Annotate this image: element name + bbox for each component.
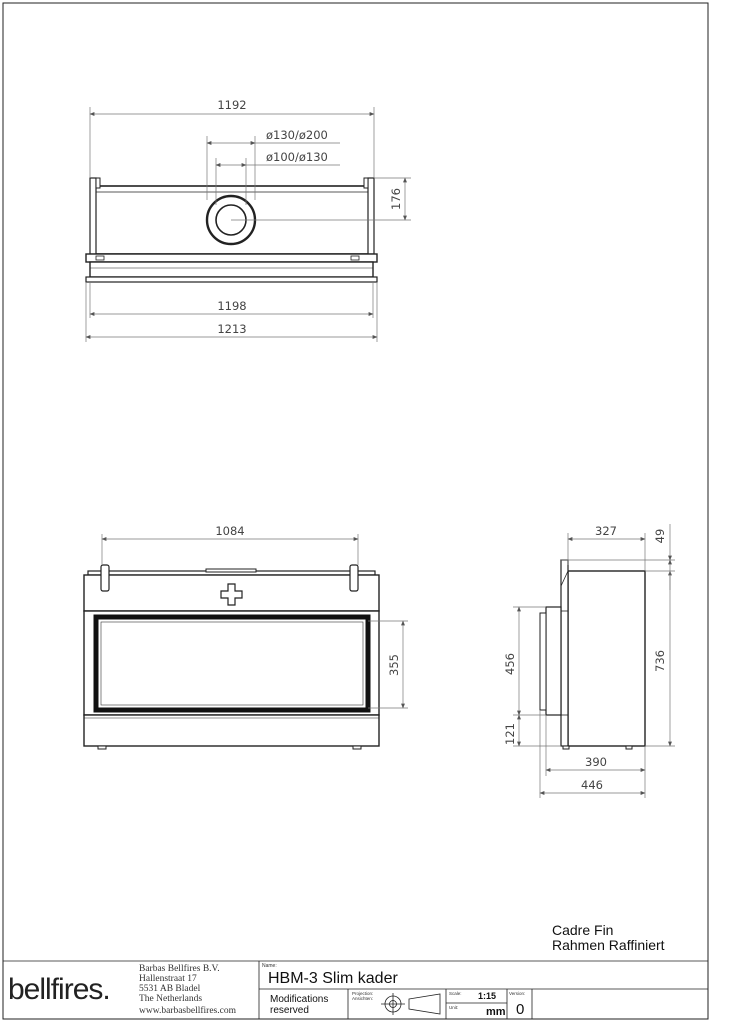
dim-side-base-height: 121	[503, 723, 517, 745]
modifications-note-2: reserved	[270, 1005, 309, 1016]
drawing-name: HBM-3 Slim kader	[268, 970, 398, 987]
scale-label: Scale:	[449, 991, 462, 996]
scale-value: 1:15	[478, 991, 496, 1001]
side-view-dimensions	[513, 524, 675, 798]
modifications-note: Modifications	[270, 994, 328, 1005]
dim-width-bottom: 1213	[217, 322, 246, 336]
frame-label-de: Rahmen Raffiniert	[552, 937, 665, 953]
first-angle-projection-icon	[381, 993, 441, 1015]
dim-width-mid: 1198	[217, 299, 246, 313]
dim-glass-height: 355	[387, 654, 401, 676]
company-address: Barbas Bellfires B.V. Hallenstraat 17 55…	[139, 963, 237, 1016]
title-block	[3, 960, 708, 1019]
svg-text:The Netherlands: The Netherlands	[139, 994, 202, 1004]
version-label: Version:	[509, 991, 525, 996]
glass-frame	[93, 614, 371, 713]
svg-text:www.barbasbellfires.com: www.barbasbellfires.com	[139, 1005, 237, 1016]
top-view-dimensions	[85, 107, 411, 342]
svg-text:Barbas Bellfires B.V.: Barbas Bellfires B.V.	[139, 963, 220, 974]
dim-side-depth-total: 446	[581, 778, 603, 792]
dim-flue-outer: ø130/ø200	[266, 128, 328, 142]
dim-side-top-offset: 49	[653, 529, 667, 544]
side-view	[539, 559, 646, 750]
dim-side-depth-mid: 390	[585, 755, 607, 769]
company-logo: bellfires.	[8, 973, 110, 1006]
projection-label-2: Ansichten:	[352, 996, 373, 1001]
dim-side-body-height: 456	[503, 653, 517, 675]
front-view	[83, 564, 380, 750]
top-view	[85, 177, 378, 283]
dim-flue-inner: ø100/ø130	[266, 150, 328, 164]
unit-value: mm	[486, 1006, 506, 1018]
unit-label: Unit:	[449, 1005, 458, 1010]
dim-side-total-height: 736	[653, 650, 667, 672]
name-label: Name:	[262, 963, 277, 969]
frame-label-fr: Cadre Fin	[552, 922, 613, 938]
front-view-dimensions	[101, 534, 408, 709]
dim-top-width: 1192	[217, 98, 246, 112]
dim-side-depth-top: 327	[595, 524, 617, 538]
projection-label: Projection:	[352, 991, 373, 996]
svg-text:5531 AB Bladel: 5531 AB Bladel	[139, 984, 201, 994]
version-value: 0	[516, 1001, 524, 1018]
dim-front-width: 1084	[215, 524, 244, 538]
sheet-border	[2, 2, 709, 1020]
svg-text:Hallenstraat 17: Hallenstraat 17	[139, 974, 197, 984]
dim-top-height: 176	[389, 188, 403, 210]
